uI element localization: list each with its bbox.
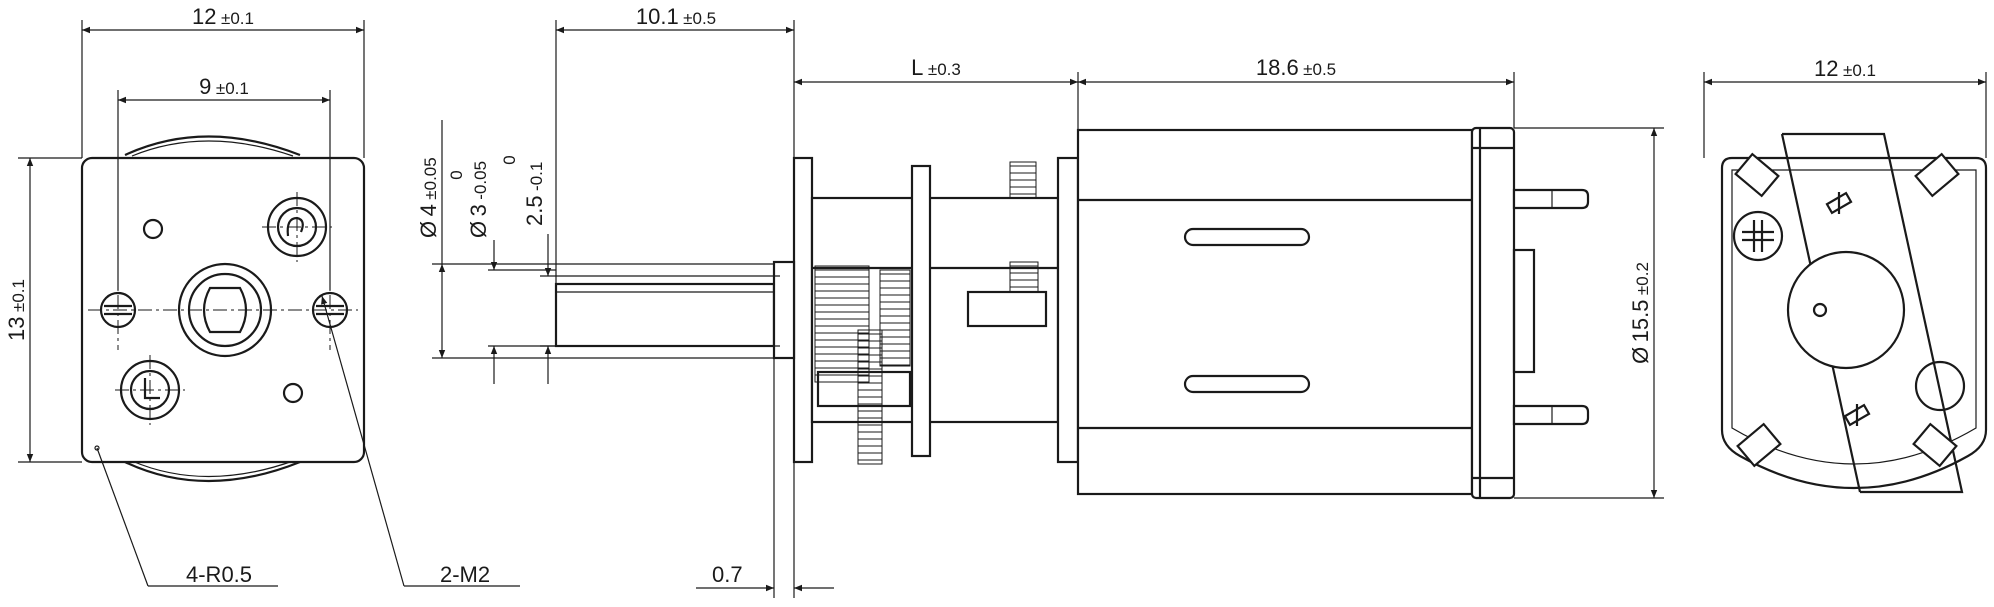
dim-shaft-length: 10.1 ±0.5 [555,4,795,284]
mount-hole-right [311,291,349,329]
rear-vent-hole [1914,360,1966,412]
dim-shaft-flat: 2.5 -0.1 0 [500,155,780,384]
boss-dia-value: 4 [416,204,441,216]
motor-dia-value: 15.5 [1628,300,1653,343]
motor-length-value: 18.6 [1256,55,1299,80]
motor-slot-bottom [1183,374,1311,394]
front-view [80,135,366,483]
shaft-length-value: 10.1 [636,4,679,29]
rear-tab-tr [1914,152,1960,198]
svg-text:13 ±0.1: 13 ±0.1 [4,279,29,341]
shaft-dia-value: 3 [466,204,491,216]
dim-shaft-diameter: Ø 3 -0.05 0 [447,161,556,384]
motor-dia-symbol: Ø [1628,347,1653,364]
terminal-bottom [1512,404,1590,426]
screw-top-right [262,192,332,262]
rear-width-value: 12 [1814,56,1838,81]
dim-motor-diameter: Ø 15.5 ±0.2 [1514,127,1664,499]
small-hole-bottom [282,382,304,404]
screw-bottom-left [115,355,185,425]
corner-callout-label: 4-R0.5 [186,562,252,587]
gear-stack [814,265,870,383]
rear-view [1720,132,1988,494]
front-dim-hole-spacing: 9 ±0.1 [117,74,331,290]
front-height-value: 13 [4,316,29,340]
flat-value: 2.5 [522,195,547,226]
svg-text:18.6 ±0.5: 18.6 ±0.5 [1256,55,1336,80]
rear-tab-bl [1736,422,1782,468]
output-shaft [554,282,776,348]
svg-text:L ±0.3: L ±0.3 [911,55,961,80]
gearbox-length-tol: ±0.3 [928,60,961,79]
motor-length-tol: ±0.5 [1303,60,1336,79]
rear-width-tol: ±0.1 [1843,61,1876,80]
rear-tab-br [1912,422,1958,468]
rear-bearing [1786,250,1906,370]
dim-boss-diameter: Ø 4 ±0.05 [416,120,774,359]
boss-dia-tol: ±0.05 [421,157,440,199]
front-dim-width: 12 ±0.1 [81,4,365,158]
gearbox-rear-plate [1056,156,1080,464]
gearbox-housing [810,196,1060,424]
front-callout-thread: 2-M2 [321,295,520,587]
front-dim-height: 13 ±0.1 [4,157,82,463]
side-view [554,126,1590,500]
flat-tol-lower: -0.1 [527,162,546,191]
output-boss [177,262,273,358]
svg-text:12 ±0.1: 12 ±0.1 [1814,56,1876,81]
svg-text:Ø 15.5 ±0.2: Ø 15.5 ±0.2 [1628,262,1653,364]
svg-text:2.5 -0.1: 2.5 -0.1 [522,162,547,226]
gear-train [814,161,1039,465]
shaft-length-tol: ±0.5 [683,9,716,28]
flat-tol-upper: 0 [500,155,519,164]
front-bottom-arc [124,460,301,483]
rear-dim-width: 12 ±0.1 [1703,56,1987,158]
small-hole-top [142,218,164,240]
rear-screw [1732,210,1784,262]
front-height-tol: ±0.1 [9,279,28,312]
dim-motor-length: 18.6 ±0.5 [1078,55,1515,128]
front-top-arc [124,135,301,157]
flange-thickness-value: 0.7 [712,562,743,587]
svg-text:Ø 3 -0.05: Ø 3 -0.05 [466,161,491,238]
front-width-value: 12 [192,4,216,29]
boss-dia-symbol: Ø [416,221,441,238]
motor-dia-tol: ±0.2 [1633,262,1652,295]
shaft-dia-tol-upper: 0 [447,170,466,179]
dim-flange-thickness: 0.7 [696,358,834,598]
hole-spacing-value: 9 [199,74,211,99]
svg-text:10.1 ±0.5: 10.1 ±0.5 [636,4,716,29]
shaft-dia-symbol: Ø [466,221,491,238]
rear-brush-band [1782,132,1964,494]
mount-hole-left [99,291,137,329]
front-callout-corner: 4-R0.5 [96,447,278,587]
svg-text:Ø 4 ±0.05: Ø 4 ±0.05 [416,157,441,238]
gearbox-length-value: L [911,55,923,80]
output-shaft-d-profile [202,286,248,334]
rear-tab-tl [1734,152,1780,198]
gear-stack [879,269,911,367]
dim-gearbox-length: L ±0.3 [794,55,1079,130]
motor-can [1076,128,1474,496]
gearbox-middle-plate [910,164,932,458]
shaft-dia-tol-lower: -0.05 [471,161,490,200]
thread-callout-label: 2-M2 [440,562,490,587]
svg-text:9 ±0.1: 9 ±0.1 [199,74,249,99]
terminal-top [1512,188,1590,210]
motor-slot-top [1183,227,1311,247]
svg-text:12 ±0.1: 12 ±0.1 [192,4,254,29]
motor-end-cap [1470,126,1516,500]
front-width-tol: ±0.1 [221,9,254,28]
gearbox-front-plate [792,156,814,464]
hole-spacing-tol: ±0.1 [216,79,249,98]
